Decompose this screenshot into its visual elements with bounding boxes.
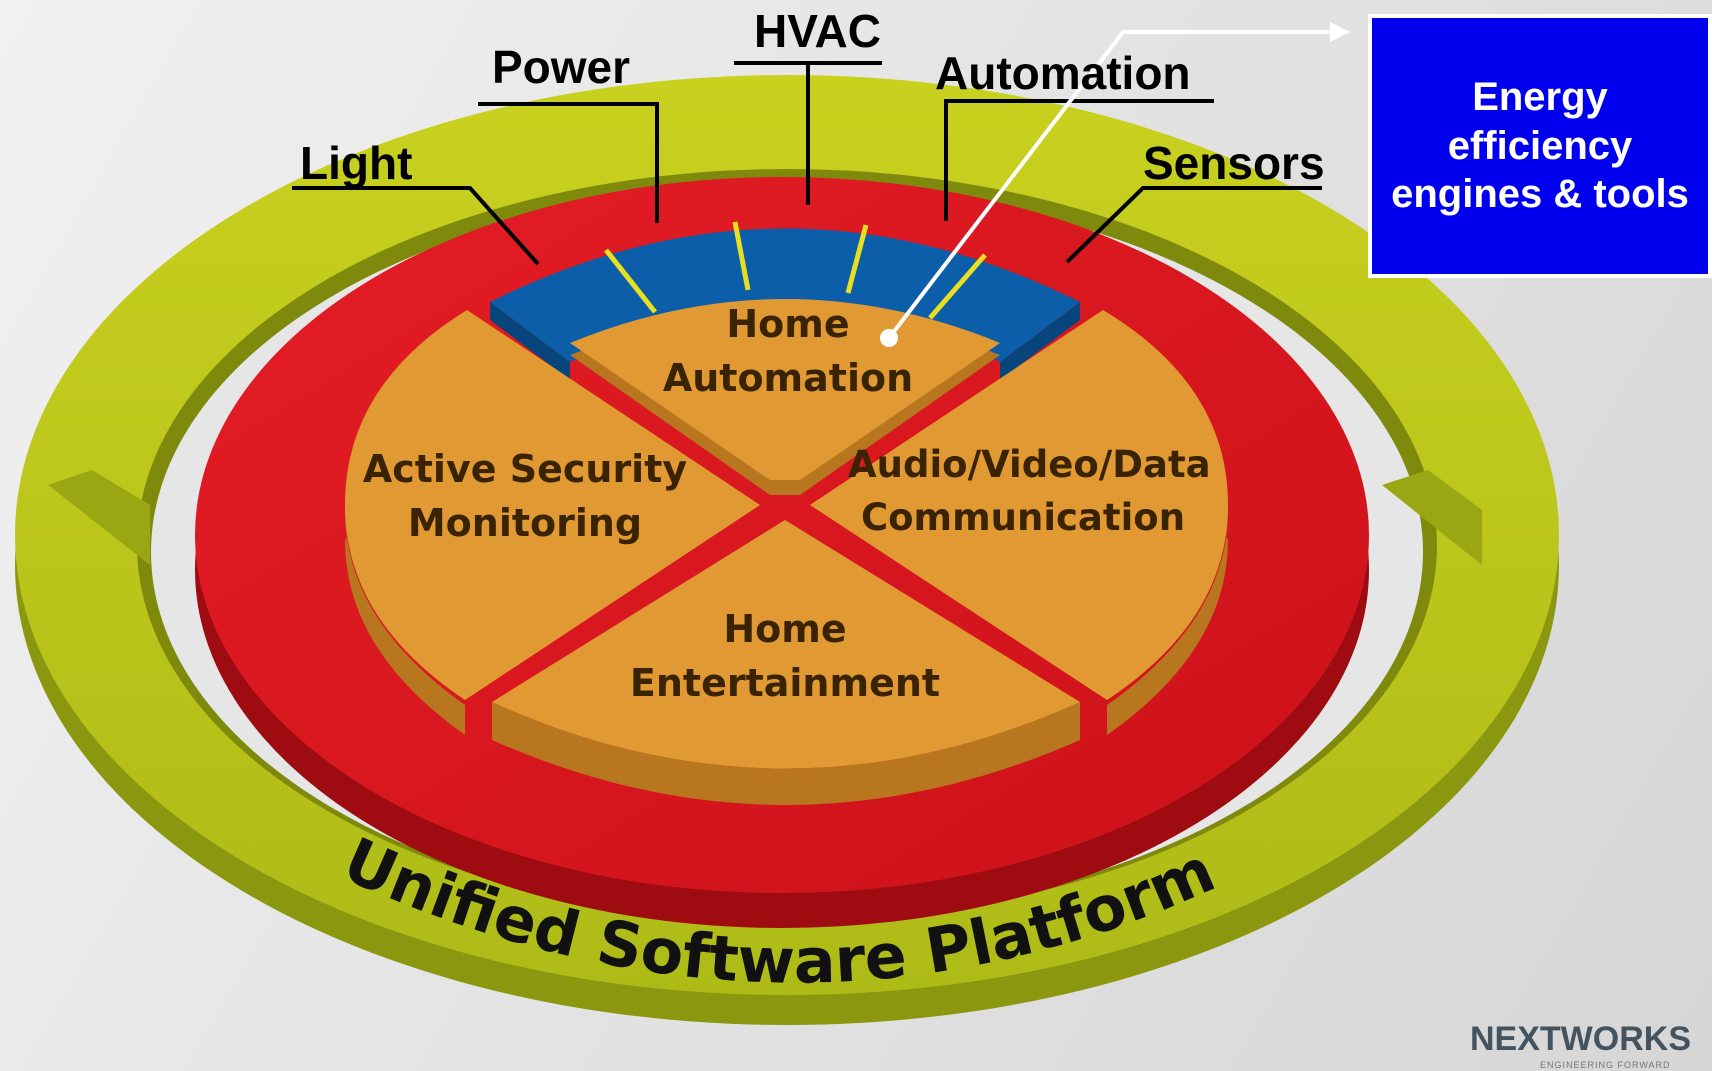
service-leader-lines bbox=[292, 61, 1322, 266]
logo-brand: NEXTWORKS bbox=[1470, 1022, 1691, 1058]
band-separator bbox=[928, 253, 987, 320]
service-label-light: Light bbox=[300, 137, 413, 189]
connector-dot bbox=[880, 329, 898, 347]
band-separator bbox=[732, 221, 751, 291]
segment-label-line: Communication bbox=[860, 495, 1186, 539]
service-label-automation: Automation bbox=[935, 47, 1191, 99]
service-label-hvac: HVAC bbox=[754, 5, 881, 57]
segments bbox=[345, 299, 1228, 805]
segment-active-security bbox=[345, 310, 760, 700]
segment-label-line: Home bbox=[723, 607, 847, 651]
automation-leader-line bbox=[944, 99, 1214, 221]
band-separator bbox=[604, 248, 657, 314]
segment-label-audio-video-data: Audio/Video/Data Communication bbox=[848, 439, 1211, 544]
sensors-leader-line bbox=[1065, 186, 1322, 264]
segment-label-active-security: Active Security Monitoring bbox=[360, 443, 690, 551]
segment-home-entertainment bbox=[492, 520, 1080, 769]
arrow-right-icon bbox=[1330, 22, 1350, 42]
light-leader-line bbox=[292, 186, 540, 266]
segment-label-line: Home bbox=[726, 302, 850, 346]
segment-label-home-automation: Home Automation bbox=[638, 298, 938, 406]
segment-label-line: Audio/Video/Data bbox=[848, 443, 1211, 486]
callout-text: Energy efficiency engines & tools bbox=[1391, 74, 1689, 217]
nextworks-logo: NEXTWORKS ENGINEERING FORWARD bbox=[1470, 1022, 1712, 1071]
power-leader-line bbox=[478, 102, 659, 223]
segment-label-line: Monitoring bbox=[407, 500, 643, 545]
band-separator bbox=[845, 224, 869, 294]
segment-label-home-entertainment: Home Entertainment bbox=[610, 603, 960, 711]
callout-connector bbox=[880, 22, 1350, 347]
segment-label-line: Entertainment bbox=[629, 660, 941, 705]
segment-audio-video-data bbox=[810, 310, 1228, 700]
service-label-power: Power bbox=[492, 41, 631, 93]
logo-tagline: ENGINEERING FORWARD bbox=[1540, 1060, 1671, 1070]
segment-label-line: Active Security bbox=[362, 447, 688, 491]
service-label-sensors: Sensors bbox=[1143, 137, 1325, 189]
energy-efficiency-callout: Energy efficiency engines & tools bbox=[1368, 14, 1712, 278]
segment-label-line: Automation bbox=[662, 355, 914, 400]
